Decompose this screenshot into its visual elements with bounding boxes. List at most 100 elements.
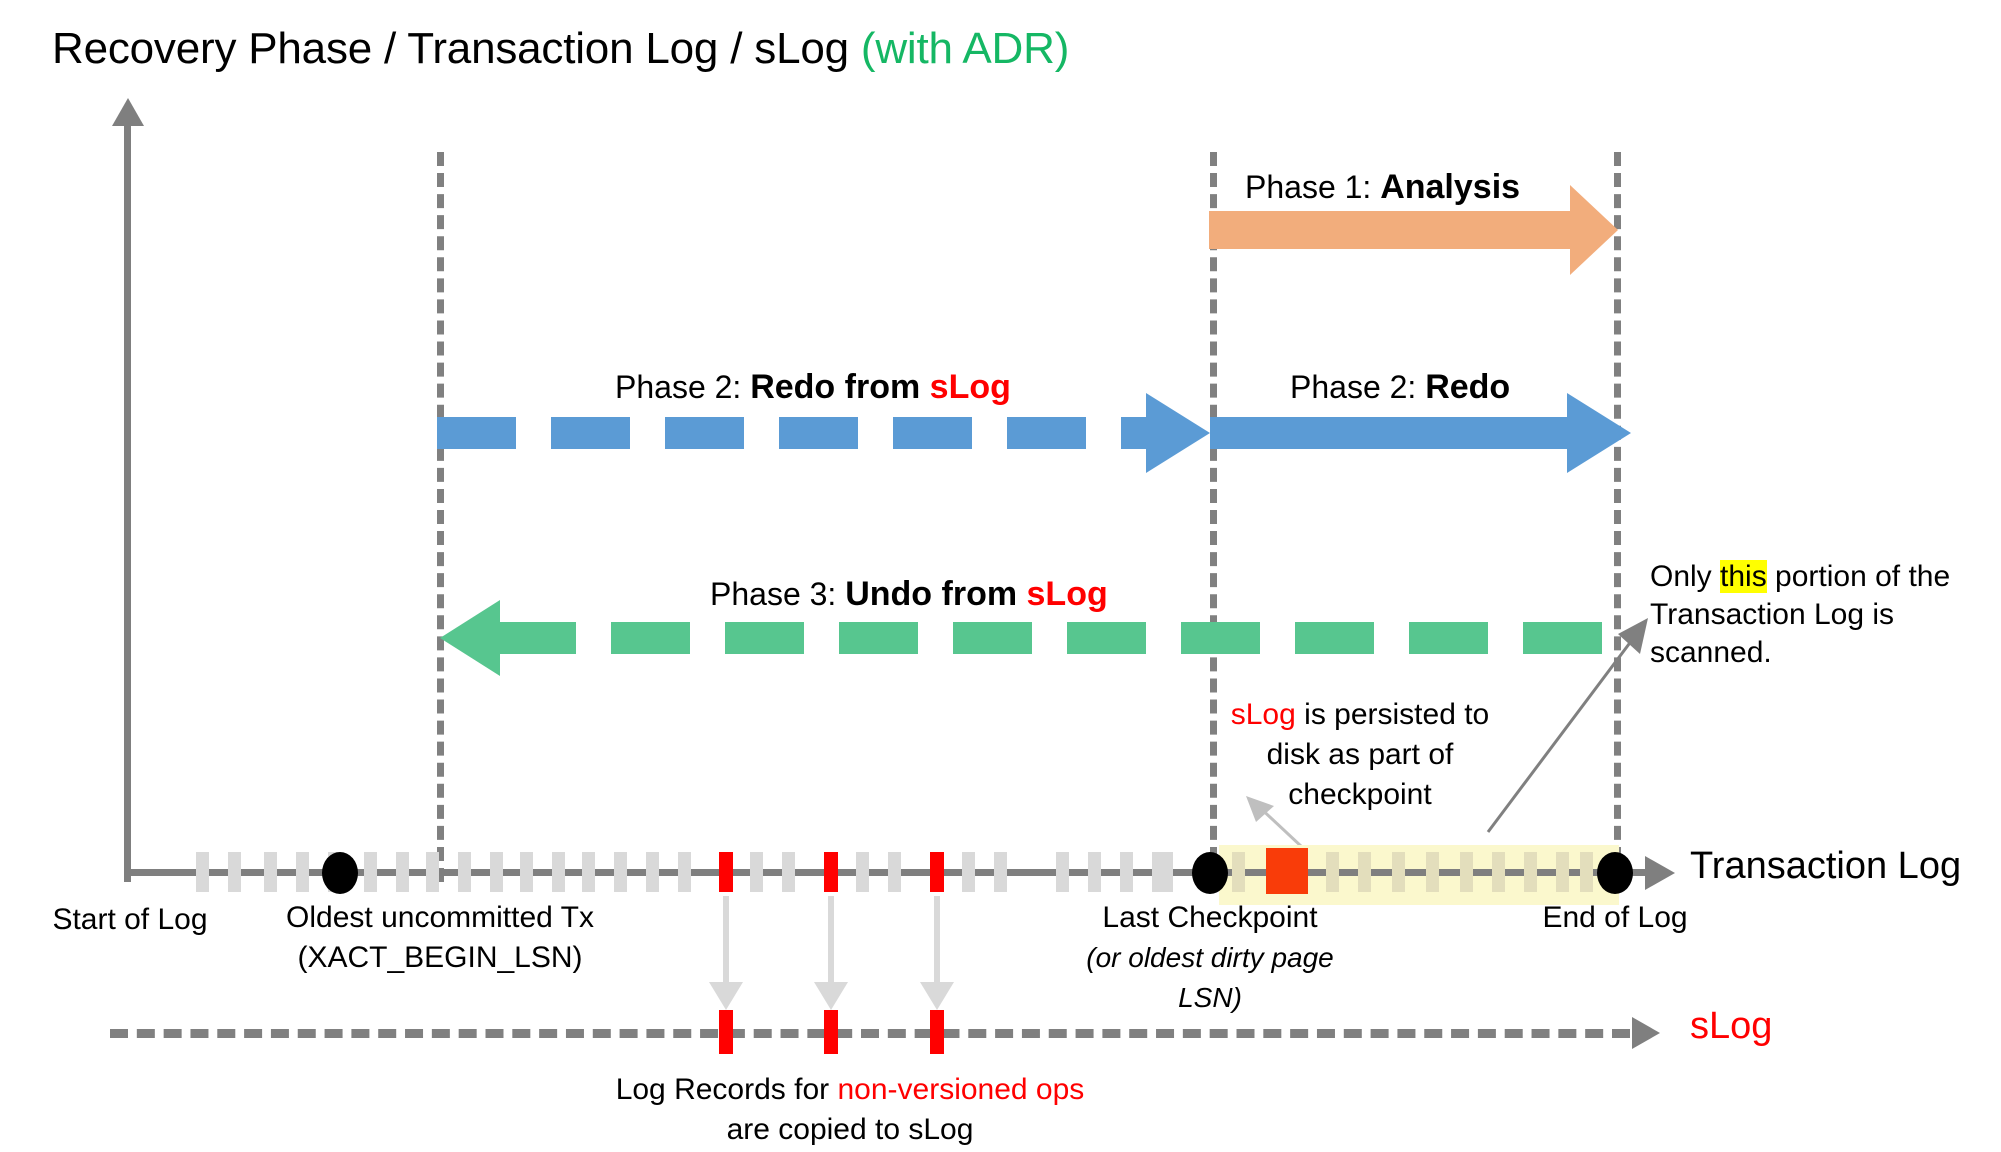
phase2-slog-arrowhead-icon [1146,393,1210,473]
log-record [888,852,901,892]
log-record [994,852,1007,892]
caption-start-of-log: Start of Log [52,903,208,936]
callout-scan-text-a: Only [1650,560,1721,593]
callout-scan-highlight: this [1720,560,1767,593]
phase2-slog-prefix: Phase 2: [615,369,751,405]
log-record [614,852,627,892]
log-record [582,852,595,892]
log-record [458,852,471,892]
log-record [364,852,377,892]
log-record [678,852,691,892]
log-record-scanned [1524,852,1537,892]
caption-copy-a: Log Records for [615,1073,838,1106]
marker-last-checkpoint [1192,852,1228,894]
log-record [856,852,869,892]
slog-record-2 [824,1010,838,1054]
copy-arrowhead-icon-2 [814,982,848,1010]
phase2-label: Phase 2: Redo [1290,368,1510,407]
log-record [782,852,795,892]
caption-ckpt-line2: (or oldest dirty page [1086,942,1334,973]
slog-record-1 [719,1010,733,1054]
phase3-arrowhead-icon [440,600,500,676]
phase3-label: Phase 3: Undo from sLog [710,575,1108,614]
log-record [962,852,975,892]
callout-slog-checkpoint: sLog is persisted to disk as part of che… [1215,695,1505,815]
callout-ckpt-line1: is persisted to [1295,698,1490,731]
guide-line-last-checkpoint [1210,152,1217,882]
log-record [646,852,659,892]
copy-arrowhead-icon-1 [709,982,743,1010]
log-record [552,852,565,892]
slog-label: sLog [1690,1005,1773,1047]
caption-copied-to-slog: Log Records for non-versioned ops are co… [520,1070,1180,1150]
callout-ckpt-line2: disk as part of [1266,738,1454,771]
checkpoint-slog-record [1266,848,1308,894]
log-record-scanned [1556,852,1569,892]
phase2-slog-label: Phase 2: Redo from sLog [615,368,1011,407]
callout-ckpt-line3: checkpoint [1288,778,1432,811]
marker-end-of-log [1597,852,1633,894]
copy-arrow-shaft-3 [934,896,940,984]
phase3-prefix: Phase 3: [710,576,846,612]
log-record [1160,852,1173,892]
phase1-arrow-body [1209,211,1581,249]
log-record-scanned [1326,852,1339,892]
caption-ckpt-line1: Last Checkpoint [1102,901,1318,934]
phase2-arrowhead-icon [1567,393,1631,473]
log-record [264,852,277,892]
slog-record-3 [930,1010,944,1054]
log-record [426,852,439,892]
log-record [1120,852,1133,892]
phase3-name: Undo from [845,575,1027,613]
callout-scan-pointer-icon [1486,618,1648,833]
callout-scan-line2: Transaction Log is scanned. [1650,598,1895,669]
slog-arrowhead-icon [1632,1017,1660,1049]
slog-axis-line [110,1029,1630,1038]
log-record-scanned [1232,852,1245,892]
page-title: Recovery Phase / Transaction Log / sLog … [52,24,1069,74]
guide-line-end-of-log [1614,152,1621,882]
log-record-scanned [1580,852,1593,892]
caption-oldest-line1: Oldest uncommitted Tx [286,901,594,934]
log-record-scanned [1358,852,1371,892]
callout-scan-text-b: portion of the [1766,560,1951,593]
caption-copy-highlight: non-versioned ops [837,1073,1085,1106]
log-record [396,852,409,892]
log-record-nonversioned-3 [930,852,944,892]
log-record [520,852,533,892]
guide-line-oldest-tx [437,152,444,882]
y-axis-line [124,122,131,882]
caption-copy-line2: are copied to sLog [726,1113,974,1146]
phase2-slog-emphasis: sLog [929,368,1011,406]
log-record-scanned [1392,852,1405,892]
log-record-nonversioned-2 [824,852,838,892]
log-record-scanned [1426,852,1439,892]
phase1-label: Phase 1: Analysis [1245,168,1520,207]
phase3-emphasis: sLog [1026,575,1108,613]
copy-arrow-shaft-1 [723,896,729,984]
callout-ckpt-emphasis: sLog [1230,698,1296,731]
callout-scanned-portion: Only this portion of the Transaction Log… [1650,558,1980,672]
marker-oldest-uncommitted-tx [322,852,358,894]
log-record [750,852,763,892]
phase2-prefix: Phase 2: [1290,369,1426,405]
phase2-name: Redo [1425,368,1511,406]
log-record-nonversioned-1 [719,852,733,892]
caption-ckpt-line3: LSN) [1178,982,1242,1013]
phase1-name: Analysis [1380,168,1521,206]
caption-last-checkpoint: Last Checkpoint (or oldest dirty page LS… [1075,898,1345,1018]
copy-arrowhead-icon-3 [920,982,954,1010]
y-axis-arrowhead-icon [112,98,144,126]
caption-oldest-line2: (XACT_BEGIN_LSN) [297,941,583,974]
phase2-slog-name: Redo from [750,368,930,406]
page-title-adr: (with ADR) [860,24,1070,73]
log-record-scanned [1492,852,1505,892]
transaction-log-arrowhead-icon [1645,856,1675,890]
log-record [228,852,241,892]
copy-arrow-shaft-2 [828,896,834,984]
phase1-prefix: Phase 1: [1245,169,1381,205]
phase2-arrow-body [1210,417,1580,449]
caption-oldest-uncommitted-tx: Oldest uncommitted Tx (XACT_BEGIN_LSN) [265,898,615,978]
transaction-log-label: Transaction Log [1690,845,1962,887]
page-title-main: Recovery Phase / Transaction Log / sLog [52,24,861,73]
